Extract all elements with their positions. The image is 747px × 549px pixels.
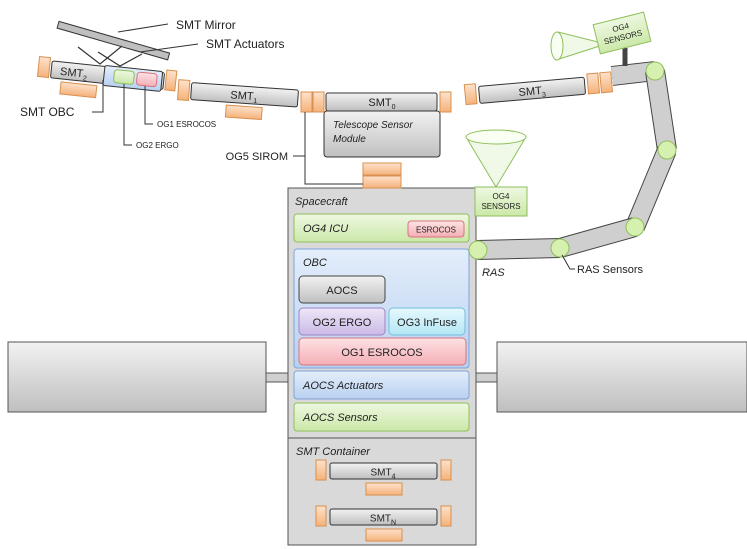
og1-esrocos-box [298, 337, 467, 366]
smtn-interface-left [315, 505, 327, 527]
smt-mirror-label: SMT Mirror [176, 18, 236, 32]
sirom-interface-lower [362, 175, 402, 189]
smtn-label: SMTN [370, 514, 396, 527]
smt-container-title: SMT Container [296, 446, 371, 458]
smt2-interface-left [36, 56, 52, 79]
aocs-label: AOCS [326, 285, 357, 297]
spacecraft-title: Spacecraft [295, 196, 349, 208]
arm-joint-base [468, 240, 488, 260]
smtn-body [329, 508, 438, 526]
smt3-interface-right-a [586, 72, 601, 95]
ras-label: RAS [482, 267, 505, 279]
right-panel-boom [475, 372, 498, 383]
smtn-interface-bottom [365, 528, 403, 542]
smt3-body [478, 76, 586, 104]
smt-actuator-struts [77, 45, 123, 65]
robotic-arm [468, 48, 677, 260]
smtn-interface-right [440, 505, 452, 527]
smt0-interface-left-b [312, 91, 325, 113]
smt1-interface-bottom [224, 104, 263, 121]
left-panel-boom [265, 372, 289, 383]
aocs-box [298, 275, 386, 304]
sirom-interface-upper [362, 162, 402, 176]
smt1-group: SMT1 [176, 79, 299, 121]
og4-icu-label: OG4 ICU [303, 223, 348, 235]
og4-sensor-cone-top-rim [550, 31, 564, 61]
smt-actuator-struts-b [97, 51, 143, 67]
og4-sensors-top-box [592, 11, 652, 55]
arm-joint-3 [625, 217, 645, 237]
smt2-interface-bottom [59, 81, 98, 99]
smt2-group: SMT2 [36, 56, 178, 99]
smt3-interface-left [463, 83, 478, 106]
smt-obc-leader [92, 80, 104, 113]
og2-ergo-small-label: OG2 ERGO [136, 141, 179, 150]
arm-joint-2 [657, 140, 677, 160]
og2-ergo-leader [123, 84, 132, 146]
arm-joint-1 [645, 61, 665, 81]
og2-ergo-label: OG2 ERGO [313, 317, 372, 329]
smt4-body [329, 462, 438, 480]
aocs-sensors-label: AOCS Sensors [302, 412, 378, 424]
smt-mirror-leader [117, 23, 169, 33]
arm-link-2-fill [646, 69, 676, 152]
smt0-body [325, 92, 438, 112]
smt1-body [190, 82, 299, 108]
arm-link-5-fill [476, 239, 561, 259]
og2-ergo-box [298, 307, 386, 336]
arm-joint-4 [550, 238, 570, 258]
og3-infuse-label: OG3 InFuse [397, 317, 457, 329]
og3-infuse-box [388, 307, 466, 336]
og1-esrocos-label: OG1 ESROCOS [341, 347, 422, 359]
smt2-label: SMT2 [59, 66, 88, 83]
smt0-label: SMT0 [368, 97, 395, 111]
smt3-interface-right-b [599, 71, 614, 94]
aocs-sensors-box [293, 402, 470, 432]
ras-sensors-label: RAS Sensors [577, 264, 644, 276]
obc-title: OBC [303, 257, 327, 269]
og4-sensors-mid-box [474, 186, 528, 217]
og1-esrocos-leader [144, 86, 153, 125]
smt2-ergo-box [113, 69, 135, 85]
ras-sensors-leader [561, 254, 575, 270]
arm-link-4-fill [557, 218, 638, 257]
og5-sirom-leader [304, 112, 363, 185]
smt4-interface-right [440, 459, 452, 481]
right-solar-panel [496, 341, 747, 413]
smt-mirror [56, 20, 171, 61]
arm-link-3-fill [626, 146, 676, 231]
esrocos-badge-label: ESROCOS [416, 226, 456, 235]
smt3-group: SMT3 [463, 71, 614, 106]
smt4-interface-left [315, 459, 327, 481]
aocs-actuators-box [293, 370, 470, 400]
smt-actuators-label: SMT Actuators [206, 37, 284, 51]
smt0-interface-right [439, 91, 452, 113]
smt4-label: SMT4 [370, 468, 395, 481]
smt2-interface-right-a [164, 69, 178, 92]
smt4-interface-bottom [365, 482, 403, 496]
og5-sirom-label: OG5 SIROM [226, 151, 288, 163]
og1-esrocos-small-label: OG1 ESROCOS [157, 120, 216, 129]
smt1-interface-left [176, 79, 191, 101]
left-solar-panel [7, 341, 267, 413]
esrocos-badge [407, 220, 465, 238]
smt-actuators-leader [139, 43, 199, 53]
og4-sensor-cone-mid-rim [465, 129, 527, 145]
smt3-label: SMT3 [518, 85, 546, 101]
smt2-esrocos-box [135, 71, 158, 88]
smt-obc-label: SMT OBC [20, 105, 75, 119]
aocs-actuators-label: AOCS Actuators [302, 380, 384, 392]
smt0-interface-left-a [300, 91, 313, 113]
smt1-label: SMT1 [230, 89, 258, 105]
